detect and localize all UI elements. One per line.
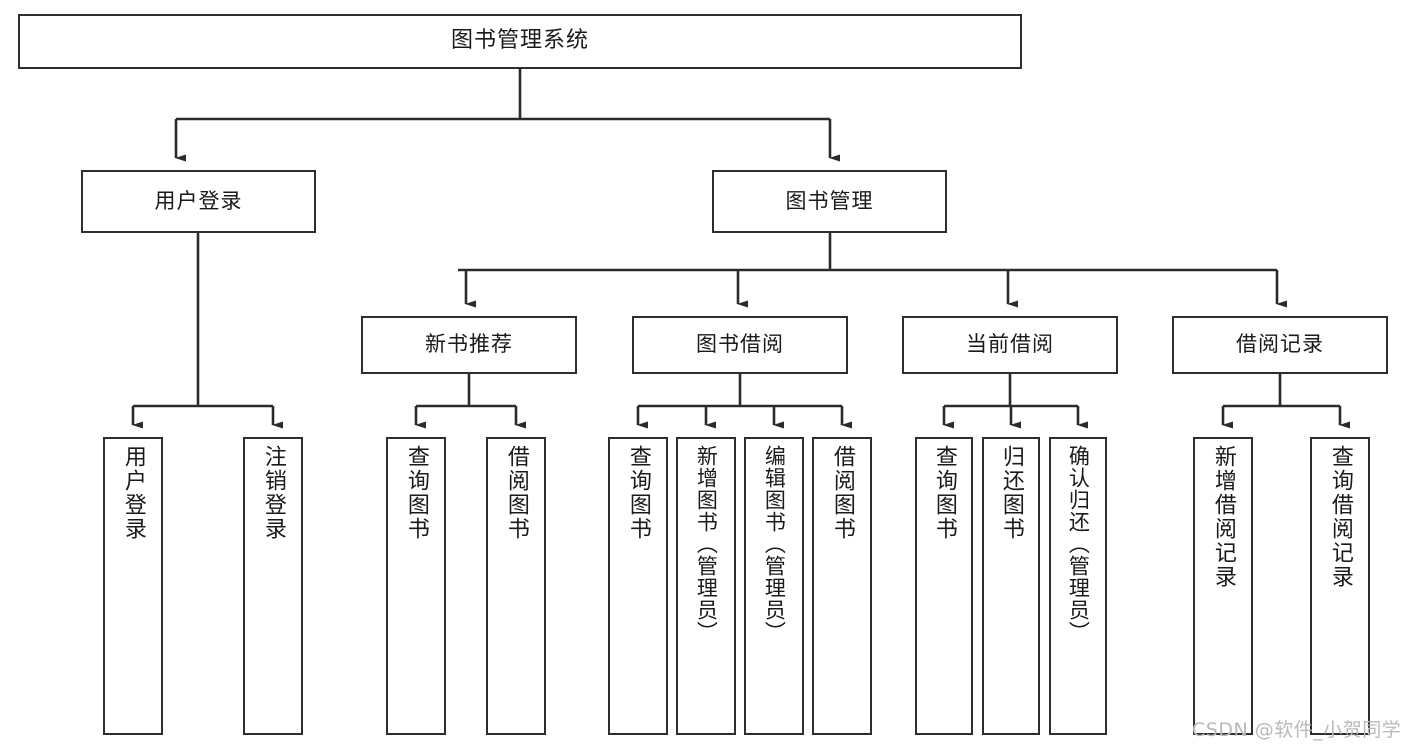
node-leaf-user-logout-label: 注销登录 <box>260 445 286 541</box>
node-borrow-record[interactable]: 借阅记录 <box>1172 316 1388 374</box>
node-leaf-confirm-return-admin-label: 确认归还（管理员） <box>1066 445 1091 643</box>
node-user-login[interactable]: 用户登录 <box>81 170 316 233</box>
node-user-login-label: 用户登录 <box>154 188 243 213</box>
node-leaf-query-book-rec-label: 查询图书 <box>403 445 429 541</box>
watermark: CSDN @软件_小贺同学 <box>1192 719 1402 741</box>
node-borrow-record-label: 借阅记录 <box>1236 332 1324 357</box>
node-leaf-query-book-borrow[interactable]: 查询图书 <box>608 437 668 735</box>
node-leaf-borrow-book-rec-label: 借阅图书 <box>503 445 529 541</box>
node-leaf-confirm-return-admin[interactable]: 确认归还（管理员） <box>1049 437 1107 735</box>
node-leaf-add-borrow-record-label: 新增借阅记录 <box>1210 445 1236 589</box>
node-leaf-borrow-book[interactable]: 借阅图书 <box>812 437 872 735</box>
node-leaf-user-login-label: 用户登录 <box>120 445 146 541</box>
node-book-manage-label: 图书管理 <box>785 188 874 213</box>
node-leaf-query-borrow-record[interactable]: 查询借阅记录 <box>1310 437 1370 735</box>
node-leaf-edit-book-admin-label: 编辑图书（管理员） <box>762 445 787 643</box>
node-new-book-recommend-label: 新书推荐 <box>425 332 513 357</box>
node-leaf-return-book[interactable]: 归还图书 <box>982 437 1040 735</box>
node-new-book-recommend[interactable]: 新书推荐 <box>361 316 577 374</box>
node-current-borrow-label: 当前借阅 <box>966 332 1054 357</box>
node-root[interactable]: 图书管理系统 <box>18 14 1022 69</box>
node-leaf-query-book-rec[interactable]: 查询图书 <box>386 437 446 735</box>
node-current-borrow[interactable]: 当前借阅 <box>902 316 1118 374</box>
node-leaf-query-book-current-label: 查询图书 <box>931 445 957 541</box>
node-leaf-add-book-admin-label: 新增图书（管理员） <box>694 445 719 643</box>
node-leaf-borrow-book-label: 借阅图书 <box>829 445 855 541</box>
node-leaf-return-book-label: 归还图书 <box>998 445 1024 541</box>
node-leaf-user-logout[interactable]: 注销登录 <box>243 437 303 735</box>
node-leaf-edit-book-admin[interactable]: 编辑图书（管理员） <box>744 437 804 735</box>
node-book-borrow-label: 图书借阅 <box>696 332 784 357</box>
node-book-borrow[interactable]: 图书借阅 <box>632 316 848 374</box>
node-leaf-add-book-admin[interactable]: 新增图书（管理员） <box>676 437 736 735</box>
node-leaf-user-login[interactable]: 用户登录 <box>103 437 163 735</box>
node-leaf-borrow-book-rec[interactable]: 借阅图书 <box>486 437 546 735</box>
node-leaf-query-book-borrow-label: 查询图书 <box>625 445 651 541</box>
node-root-label: 图书管理系统 <box>450 28 589 54</box>
node-leaf-query-book-current[interactable]: 查询图书 <box>915 437 973 735</box>
node-leaf-query-borrow-record-label: 查询借阅记录 <box>1327 445 1353 589</box>
node-leaf-add-borrow-record[interactable]: 新增借阅记录 <box>1193 437 1253 735</box>
node-book-manage[interactable]: 图书管理 <box>712 170 947 233</box>
